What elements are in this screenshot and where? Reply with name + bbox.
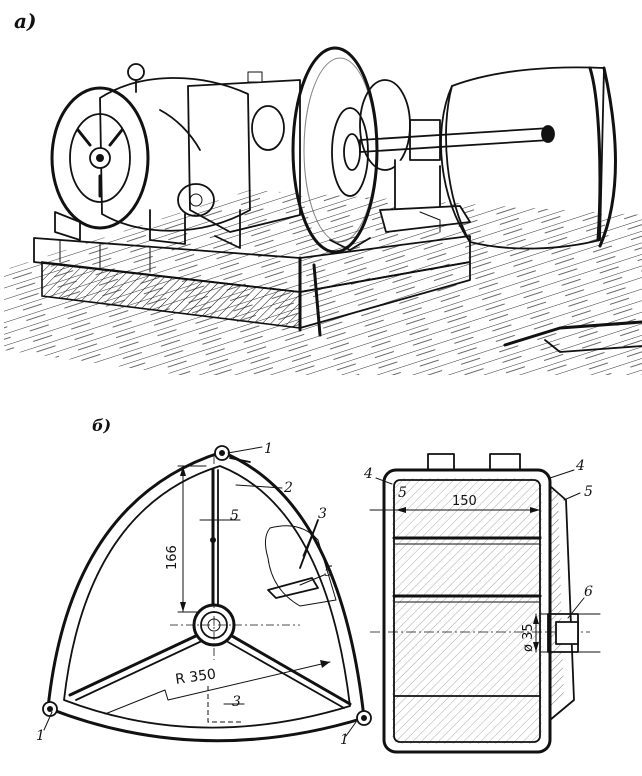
gearbox <box>187 71 301 249</box>
dimension-r350: R 350 <box>174 666 217 688</box>
floor-hatching <box>4 190 642 375</box>
callout-1-right: 1 <box>340 732 349 748</box>
spoke-left <box>68 632 202 697</box>
callout-1-top: 1 <box>264 441 273 457</box>
callout-4-right: 4 <box>575 458 585 474</box>
reuleaux-drum <box>440 66 617 250</box>
spoke-right <box>230 634 352 706</box>
flange-disc <box>291 46 411 254</box>
shaft-and-bearings <box>359 119 555 233</box>
callout-5-far: 5 <box>584 484 593 500</box>
reuleaux-drum-section <box>42 445 372 743</box>
callout-3-lower: 3 <box>232 694 241 710</box>
base-frame <box>33 235 471 337</box>
callout-6: 6 <box>584 584 593 600</box>
panel-a-label: а) <box>14 9 36 33</box>
callout-4-left: 4 <box>363 466 373 482</box>
panel-b-label: б) <box>92 416 111 435</box>
platform-edge <box>503 320 642 347</box>
winch-drive-illustration <box>4 46 642 375</box>
electric-motor <box>50 63 251 245</box>
dimension-diameter-35: ø 35 <box>521 623 536 652</box>
callout-5-spoke: 5 <box>230 508 239 524</box>
callout-1-left: 1 <box>36 728 45 744</box>
callout-3-upper: 3 <box>318 506 327 522</box>
lifting-eye-icon <box>127 63 145 81</box>
callout-2: 2 <box>283 480 293 496</box>
dimension-166: 166 <box>165 545 180 570</box>
triangle-inner-shell <box>63 465 351 729</box>
callout-5-right: 5 <box>324 564 333 580</box>
drum-side-section <box>369 453 601 754</box>
triangle-outer-shell <box>46 450 366 743</box>
callout-5-left: 5 <box>398 485 407 501</box>
dimension-150: 150 <box>452 494 477 509</box>
